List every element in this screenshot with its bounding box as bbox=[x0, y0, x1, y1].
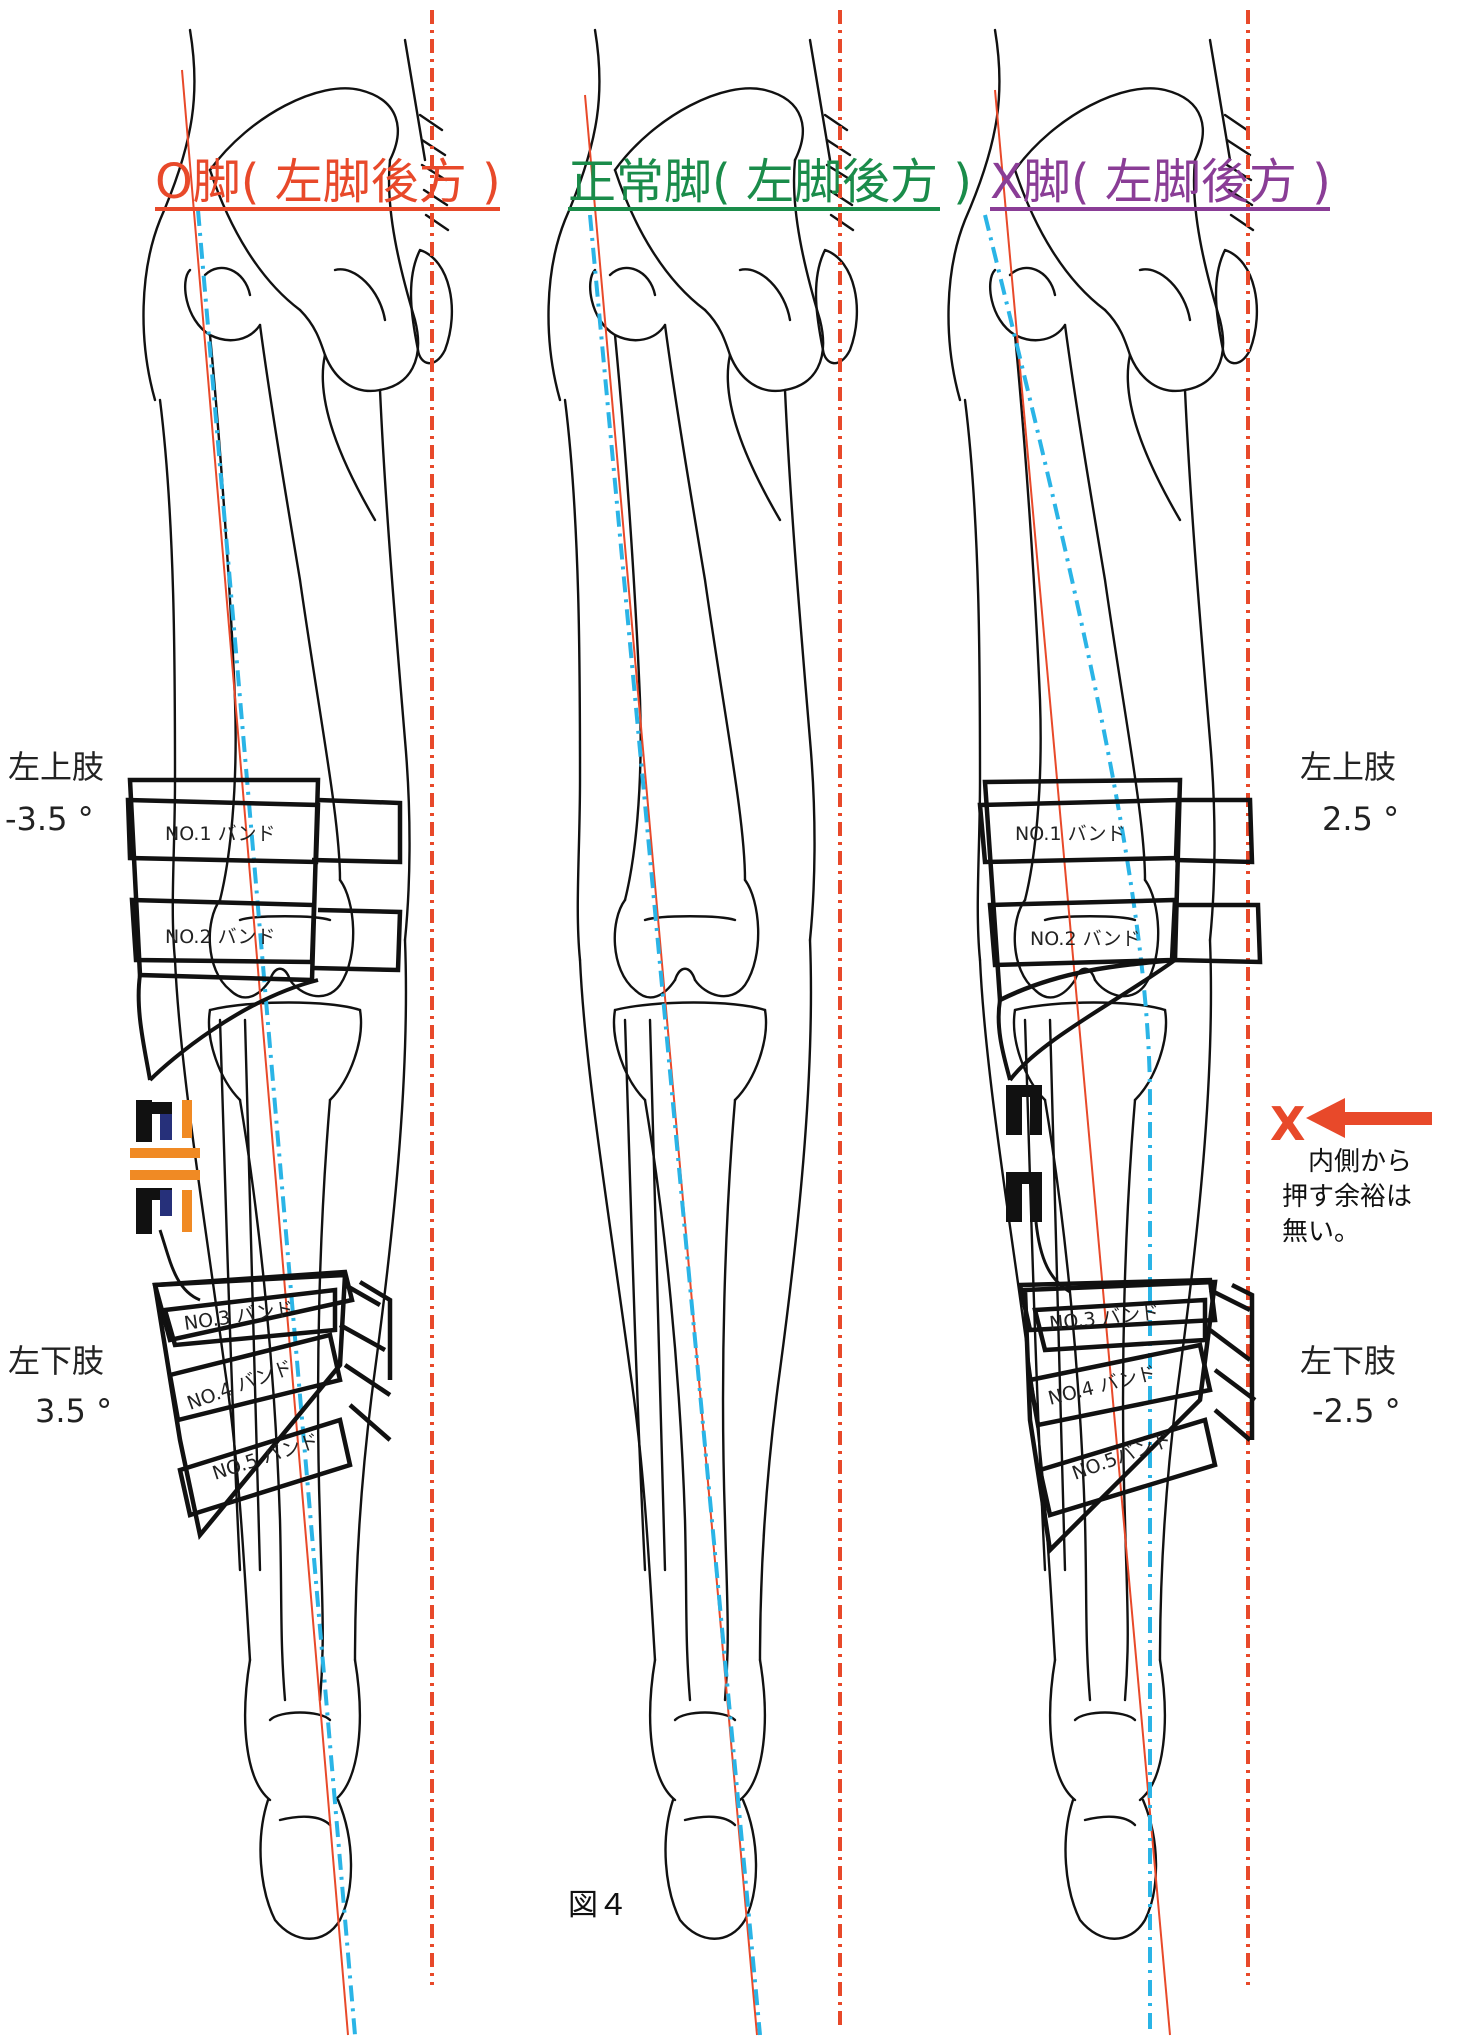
x-mark: X bbox=[1270, 1097, 1305, 1151]
note-line-3: 無い。 bbox=[1282, 1217, 1360, 1247]
right-lower-label: 左下肢 bbox=[1300, 1342, 1396, 1380]
push-arrow-icon bbox=[1306, 1098, 1432, 1138]
band-x-1-label: NO.1 バンド bbox=[1015, 823, 1126, 845]
left-upper-value: -3.5 ° bbox=[5, 800, 94, 838]
left-lower-value: 3.5 ° bbox=[35, 1392, 112, 1430]
left-upper-label: 左上肢 bbox=[8, 748, 104, 786]
figure-caption: 図４ bbox=[568, 1888, 628, 1923]
band-o-2-label: NO.2 バンド bbox=[165, 926, 276, 948]
brace-o-upper: NO.1 バンド NO.2 バンド bbox=[128, 780, 400, 980]
mech-axis-normal bbox=[585, 95, 757, 2035]
band-o-1-label: NO.1 バンド bbox=[165, 823, 276, 845]
leg-skeleton-normal bbox=[549, 30, 857, 1939]
leg-skeleton-x bbox=[949, 30, 1257, 1939]
right-lower-value: -2.5 ° bbox=[1312, 1392, 1401, 1430]
brace-o-lower: NO.3 バンド NO.4 バンド NO.5 バンド bbox=[155, 1272, 390, 1535]
brace-x-lower: NO.3 バンド NO.4 バンド NO.5バンド bbox=[1020, 1280, 1255, 1550]
anat-axis-o bbox=[198, 210, 355, 2035]
title-o-leg: O脚( 左脚後方 ) bbox=[155, 154, 501, 210]
title-normal-leg: 正常脚( 左脚後方 ) bbox=[568, 154, 972, 210]
left-lower-label: 左下肢 bbox=[8, 1342, 104, 1380]
note-line-2: 押す余裕は bbox=[1282, 1182, 1412, 1212]
title-x-leg: X脚( 左脚後方 ) bbox=[990, 154, 1331, 210]
right-upper-label: 左上肢 bbox=[1300, 748, 1396, 786]
band-x-2-label: NO.2 バンド bbox=[1030, 928, 1141, 950]
anat-axis-normal bbox=[590, 215, 760, 2035]
right-upper-value: 2.5 ° bbox=[1322, 800, 1399, 838]
note-line-1: 内側から bbox=[1308, 1147, 1412, 1177]
brace-x-upper: NO.1 バンド NO.2 バンド bbox=[980, 780, 1260, 1000]
